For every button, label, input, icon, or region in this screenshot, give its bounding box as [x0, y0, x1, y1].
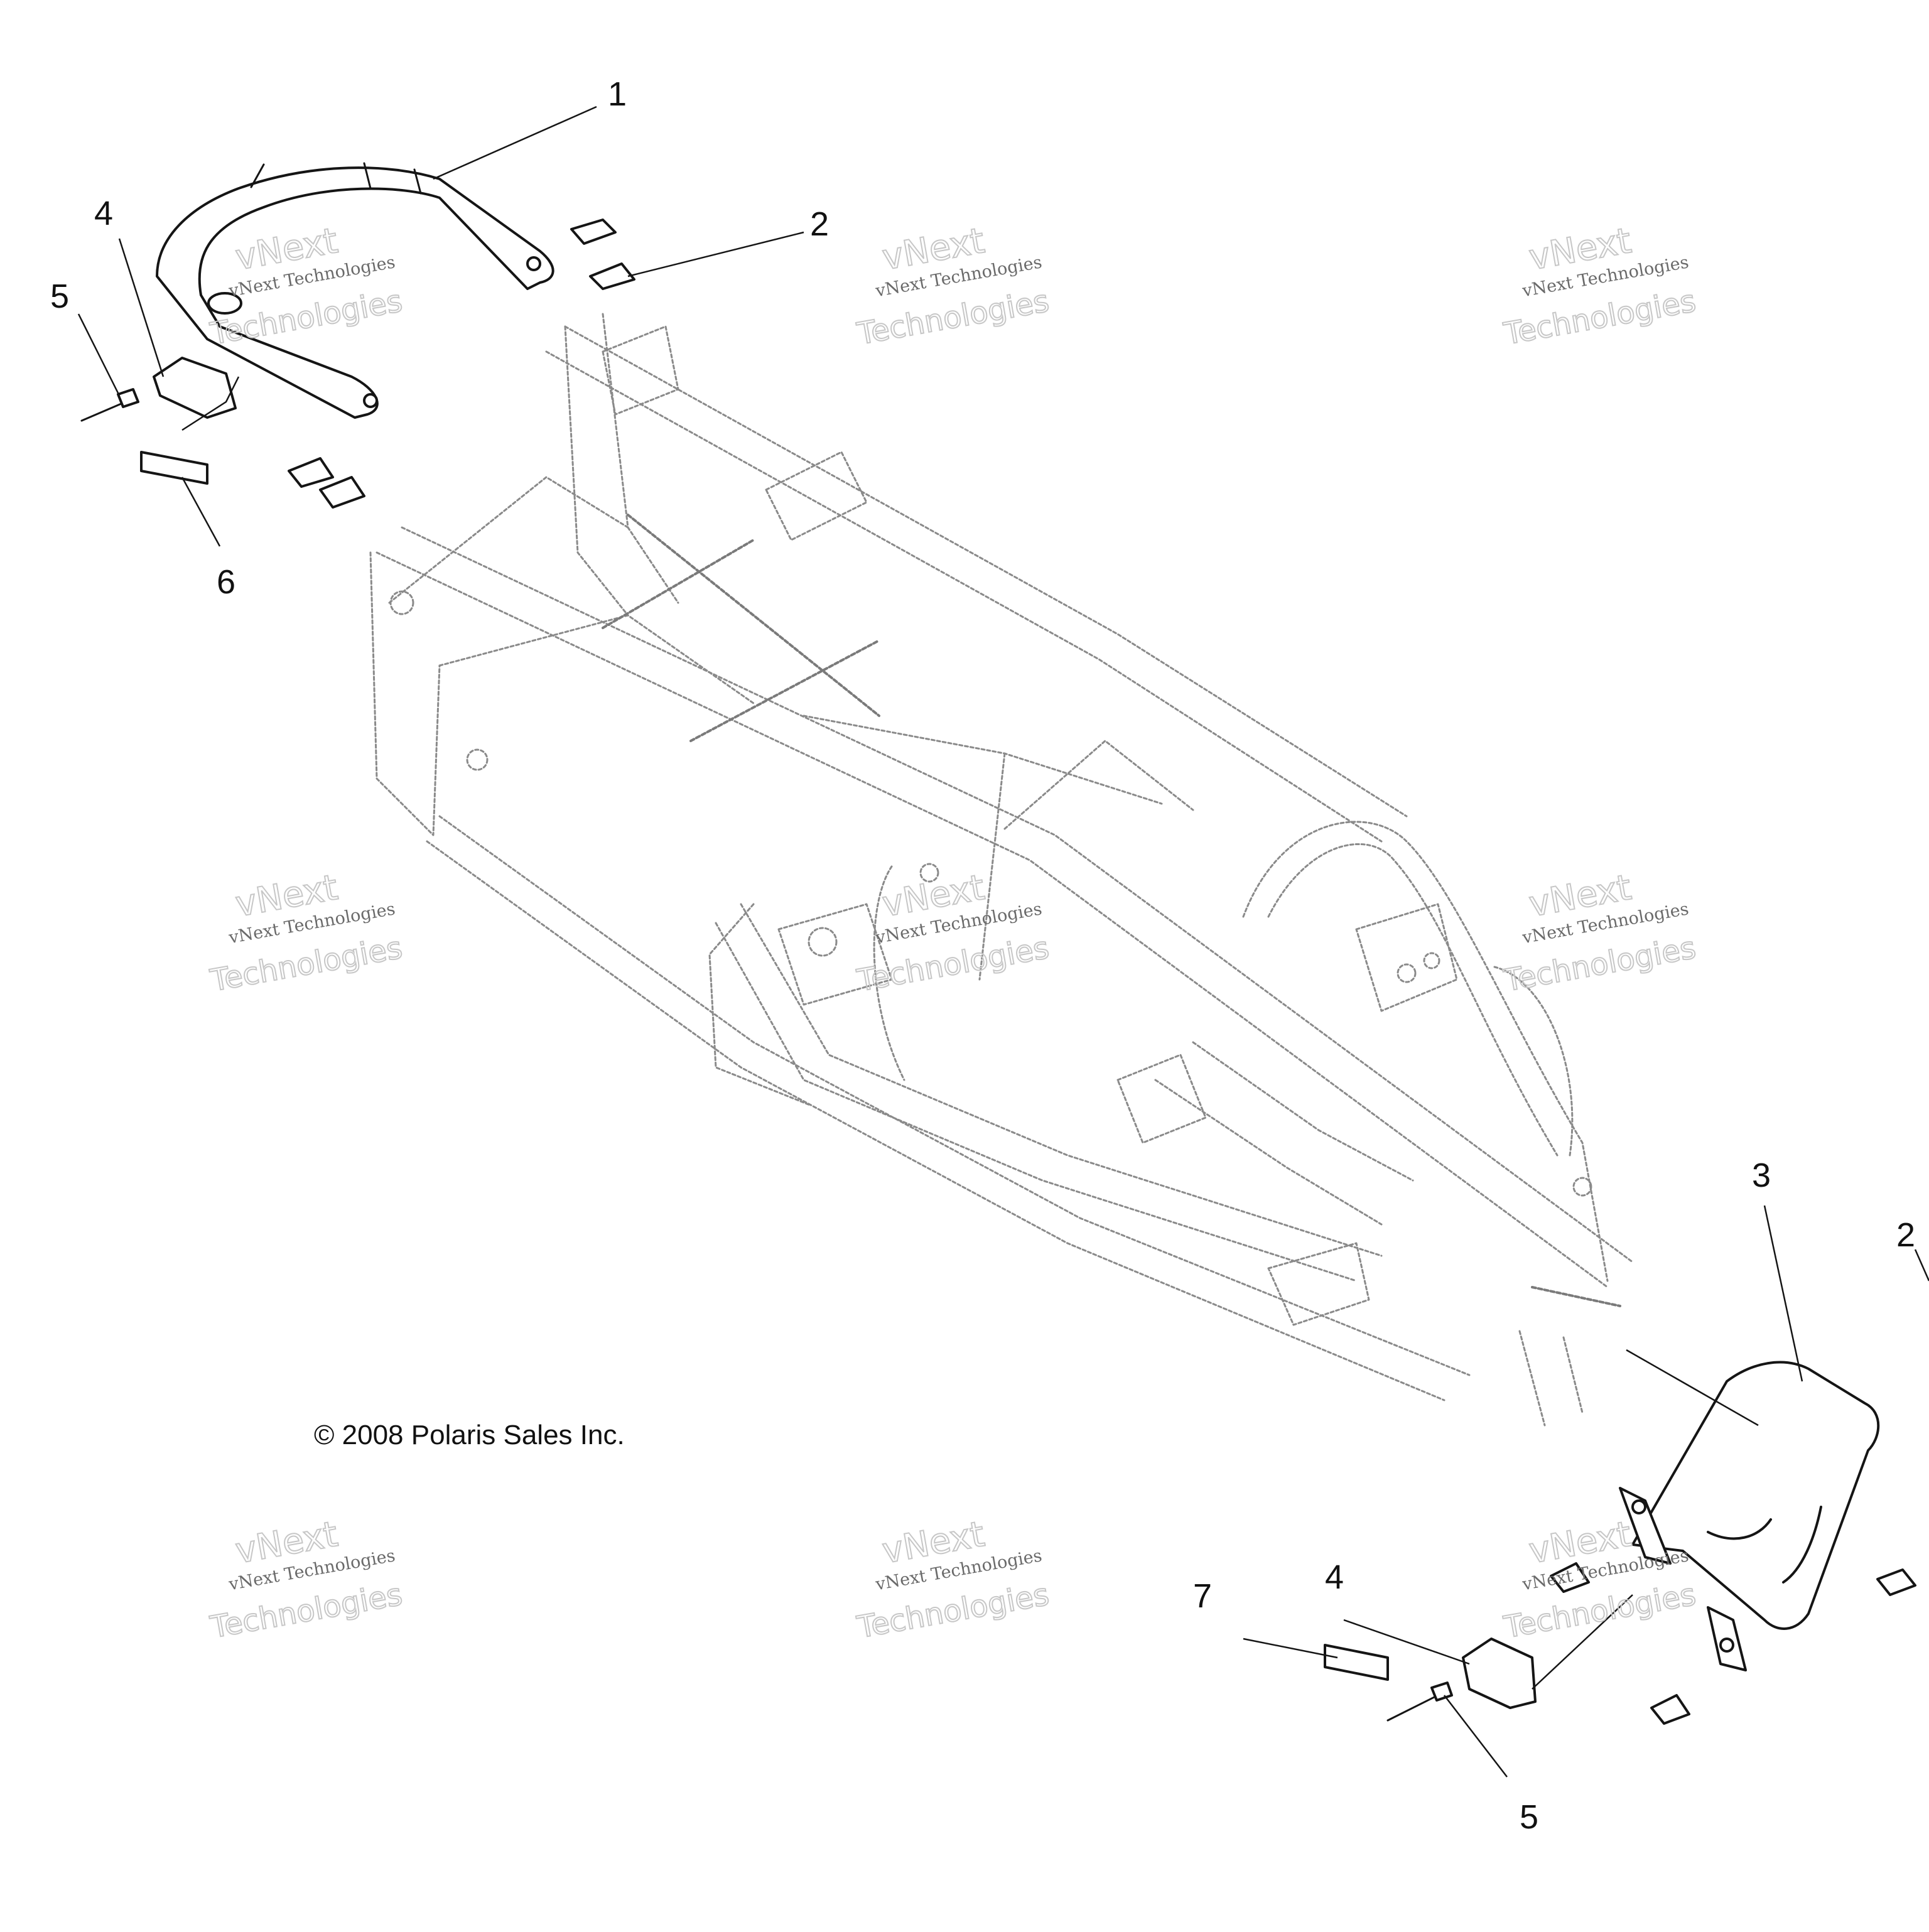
- callout-6: 6: [217, 563, 235, 601]
- copyright-notice: © 2008 Polaris Sales Inc.: [314, 1420, 625, 1450]
- part-4-plate-lower: [1462, 1638, 1537, 1709]
- part-7-decal: [1324, 1644, 1389, 1681]
- part-1-rear-tube: [156, 162, 554, 419]
- watermark: vNext vNext Technologies Technologies: [1500, 220, 1699, 352]
- watermark: vNext vNext Technologies Technologies: [1500, 866, 1699, 999]
- part-6-decal: [140, 451, 208, 485]
- part-5-pin-upper: [80, 388, 139, 422]
- callout-5-upper: 5: [50, 278, 69, 315]
- watermark: vNext vNext Technologies Technologies: [853, 866, 1052, 999]
- part-2-bolts-upper: [288, 219, 635, 509]
- callout-2-upper: 2: [810, 205, 829, 243]
- callout-1: 1: [608, 75, 627, 113]
- watermark: vNext vNext Technologies Technologies: [853, 220, 1052, 352]
- part-3-front-bracket: [1550, 1361, 1916, 1725]
- callout-4-upper: 4: [94, 195, 113, 232]
- callout-2-lower: 2: [1896, 1216, 1915, 1254]
- callout-4-lower: 4: [1325, 1558, 1344, 1596]
- part-5-pin-lower: [1386, 1681, 1453, 1722]
- callout-3: 3: [1752, 1157, 1771, 1194]
- callout-7: 7: [1193, 1577, 1212, 1615]
- callout-numbers: 1 2 2 3 4 4 5 5 6 7: [50, 75, 1915, 1836]
- leader-lines: [77, 105, 1929, 1778]
- part-4-plate-upper: [153, 357, 237, 419]
- main-frame: [369, 313, 1634, 1427]
- watermark: vNext vNext Technologies Technologies: [207, 866, 405, 999]
- watermark: vNext vNext Technologies Technologies: [207, 1513, 405, 1646]
- watermark: vNext vNext Technologies Technologies: [853, 1513, 1052, 1646]
- callout-5-lower: 5: [1520, 1798, 1538, 1836]
- watermark: vNext vNext Technologies Technologies: [207, 220, 405, 352]
